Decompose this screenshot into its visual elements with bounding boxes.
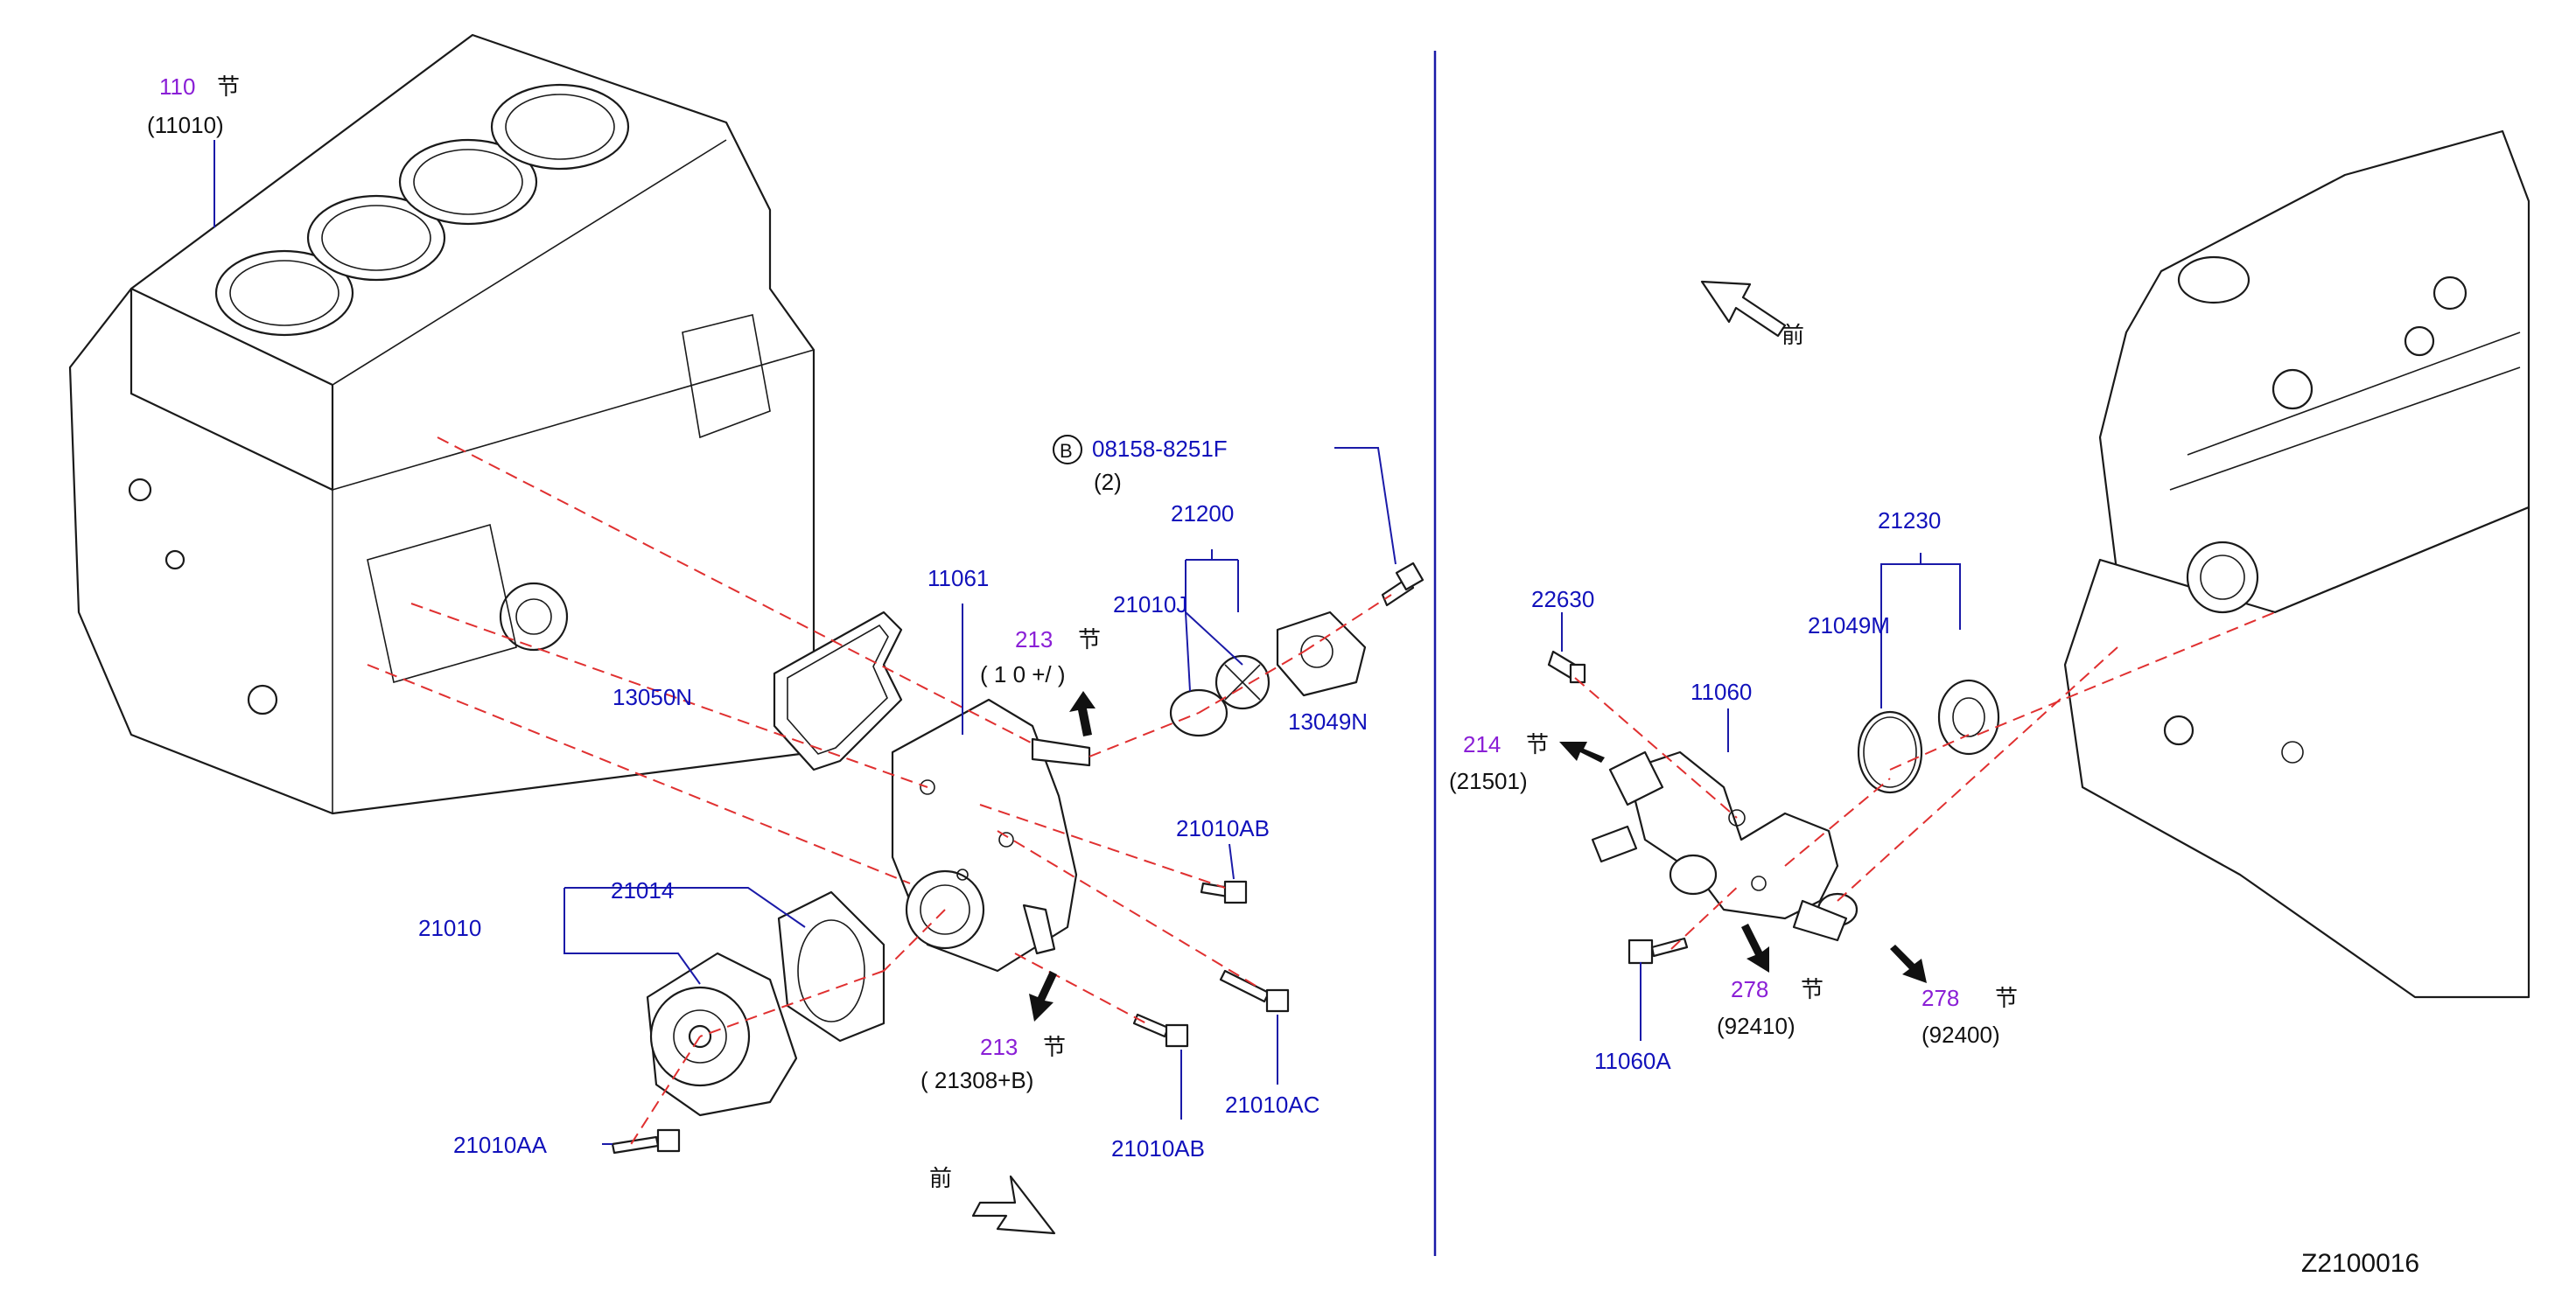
code-92400: (92400) — [1922, 1022, 2000, 1048]
gasket-11061 — [773, 611, 903, 771]
code-213-lower: ( 21308+B) — [920, 1067, 1033, 1093]
sensor-22630 — [1547, 650, 1586, 684]
pn-11060[interactable]: 11060 — [1690, 679, 1752, 705]
front-arrow-left-icon — [971, 1175, 1056, 1235]
arrow-to-213-lower — [1029, 971, 1057, 1022]
pn-21010ab-upper[interactable]: 21010AB — [1176, 815, 1270, 841]
pn-21200[interactable]: 21200 — [1171, 500, 1234, 527]
thermostat-housing-11060 — [1591, 750, 1858, 942]
thermostat-21230 — [1937, 679, 2000, 756]
pn-13050n[interactable]: 13050N — [612, 684, 692, 710]
pn-21014[interactable]: 21014 — [611, 877, 674, 904]
code-21501: (21501) — [1449, 768, 1528, 794]
ref-213-upper[interactable]: 213 — [1015, 626, 1053, 652]
qty-2: (2) — [1094, 469, 1122, 495]
pn-13049n[interactable]: 13049N — [1288, 708, 1368, 735]
bolt-b-badge-icon — [1053, 435, 1082, 464]
ref-278-a-section-icon: 节 — [1801, 976, 1824, 1002]
bolt-21010aa — [611, 1128, 681, 1155]
bolt-21010ab-upper — [1200, 880, 1248, 904]
front-arrow-right-icon — [1700, 280, 1787, 338]
arrow-to-278-b — [1890, 945, 1927, 983]
bolt-08158 — [1381, 562, 1424, 607]
front-label-right: 前 — [1782, 322, 1804, 348]
pn-11060a[interactable]: 11060A — [1594, 1048, 1671, 1074]
cylinder-head — [2063, 129, 2530, 999]
ref-213-lower-section-icon: 节 — [1043, 1034, 1066, 1060]
pn-21010ac[interactable]: 21010AC — [1225, 1092, 1320, 1118]
cylinder-block — [68, 33, 816, 815]
ref-213-lower[interactable]: 213 — [980, 1034, 1018, 1060]
alignment-lines-right — [1574, 611, 2276, 950]
pn-11061[interactable]: 11061 — [928, 565, 989, 591]
pn-21230[interactable]: 21230 — [1878, 507, 1941, 534]
ref-278-b-section-icon: 节 — [1995, 985, 2018, 1011]
arrow-to-278-a — [1741, 924, 1769, 973]
leader-lines-left — [214, 140, 1396, 1145]
pn-22630[interactable]: 22630 — [1531, 586, 1594, 612]
leader-lines-right — [1561, 553, 1961, 1041]
ref-213-upper-section-icon: 节 — [1078, 626, 1101, 652]
pn-21010j[interactable]: 21010J — [1113, 591, 1187, 618]
arrow-to-214 — [1559, 742, 1605, 763]
pn-21010[interactable]: 21010 — [418, 915, 481, 941]
ref-214-section-icon: 节 — [1526, 731, 1549, 757]
bolt-21010ac — [1219, 969, 1290, 1013]
pn-21010ab-lower[interactable]: 21010AB — [1111, 1135, 1205, 1162]
pn-21010aa[interactable]: 21010AA — [453, 1132, 548, 1158]
bolt-21010ab-lower — [1132, 1013, 1189, 1048]
ref-110-section-icon: 节 — [217, 73, 240, 100]
diagram-id: Z2100016 — [2301, 1249, 2419, 1278]
ref-278-a[interactable]: 278 — [1731, 976, 1768, 1002]
bolt-b-letter: B — [1060, 440, 1073, 462]
outlet-13049n — [1276, 611, 1367, 697]
arrow-to-213-upper — [1069, 691, 1096, 736]
water-pump-housing — [891, 698, 1091, 973]
code-11010: (11010) — [147, 112, 224, 138]
water-pump-21010 — [646, 952, 798, 1117]
code-213-upper: ( 1 0 +/ ) — [980, 661, 1066, 687]
front-label-left: 前 — [929, 1165, 952, 1191]
alignment-lines-left — [367, 436, 1392, 1147]
o-ring-21049m — [1857, 710, 1923, 794]
ref-110[interactable]: 110 — [159, 73, 195, 100]
ref-214[interactable]: 214 — [1463, 731, 1501, 757]
pump-gasket-21014 — [777, 890, 886, 1043]
ref-278-b[interactable]: 278 — [1922, 985, 1959, 1011]
pn-21049m[interactable]: 21049M — [1808, 612, 1890, 639]
code-92410: (92410) — [1717, 1013, 1796, 1039]
thermostat-21200 — [1214, 654, 1270, 710]
pn-08158-8251f[interactable]: 08158-8251F — [1092, 436, 1228, 462]
